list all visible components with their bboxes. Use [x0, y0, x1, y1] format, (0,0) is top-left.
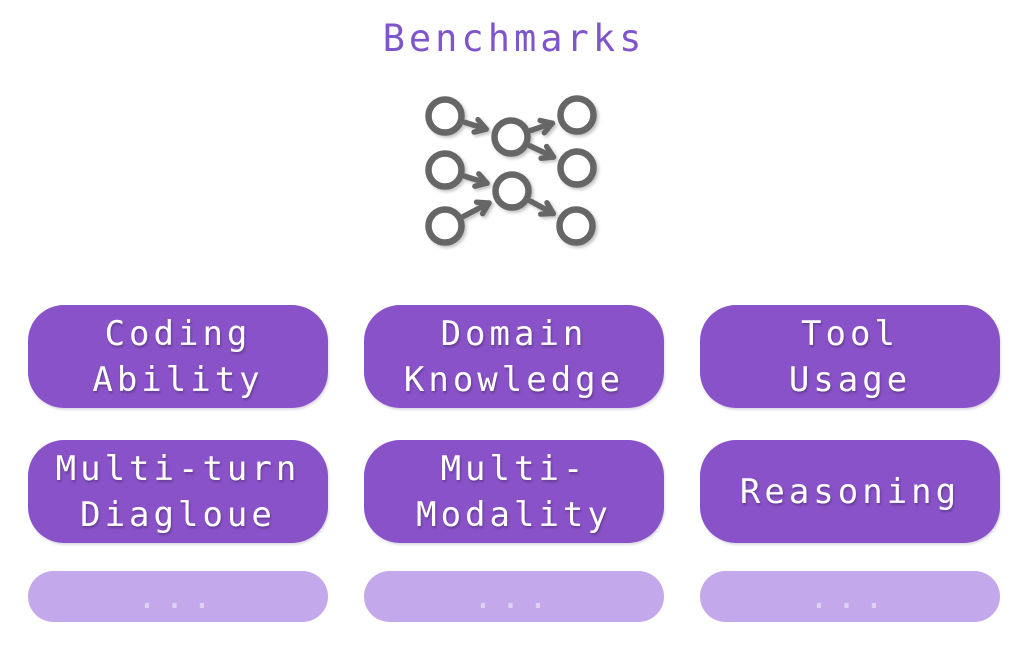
benchmark-card-domain-knowledge: Domain Knowledge: [364, 305, 664, 408]
ellipsis-label: ...: [136, 576, 220, 617]
benchmark-label-line: Ability: [92, 359, 264, 400]
benchmark-label-line: Modality: [416, 494, 612, 535]
benchmark-row-2: Multi-turn Diagloue Multi- Modality Reas…: [0, 440, 1028, 543]
ellipsis-label: ...: [808, 576, 892, 617]
benchmark-card-tool-usage: Tool Usage: [700, 305, 1000, 408]
benchmark-card-reasoning: Reasoning: [700, 440, 1000, 543]
benchmark-label-line: Multi-turn: [55, 448, 301, 489]
benchmark-card-coding-ability: Coding Ability: [28, 305, 328, 408]
neural-network-icon: [399, 92, 629, 264]
placeholder-pill-ellipsis: ...: [700, 571, 1000, 622]
benchmark-label-line: Diagloue: [80, 494, 276, 535]
placeholder-pill-ellipsis: ...: [364, 571, 664, 622]
ellipsis-label: ...: [472, 576, 556, 617]
benchmark-label-line: Coding: [104, 313, 252, 354]
benchmark-label-line: Knowledge: [403, 359, 625, 400]
benchmark-label-line: Tool: [801, 313, 899, 354]
placeholder-row: ... ... ...: [0, 571, 1028, 622]
page-title: Benchmarks: [382, 17, 646, 60]
benchmark-label-line: Reasoning: [739, 471, 961, 512]
benchmark-card-multi-modality: Multi- Modality: [364, 440, 664, 543]
benchmark-card-multi-turn-dialogue: Multi-turn Diagloue: [28, 440, 328, 543]
benchmark-row-1: Coding Ability Domain Knowledge Tool Usa…: [0, 305, 1028, 408]
placeholder-pill-ellipsis: ...: [28, 571, 328, 622]
benchmark-label-line: Domain: [440, 313, 588, 354]
benchmark-label-line: Multi-: [440, 448, 588, 489]
benchmark-label-line: Usage: [788, 359, 912, 400]
